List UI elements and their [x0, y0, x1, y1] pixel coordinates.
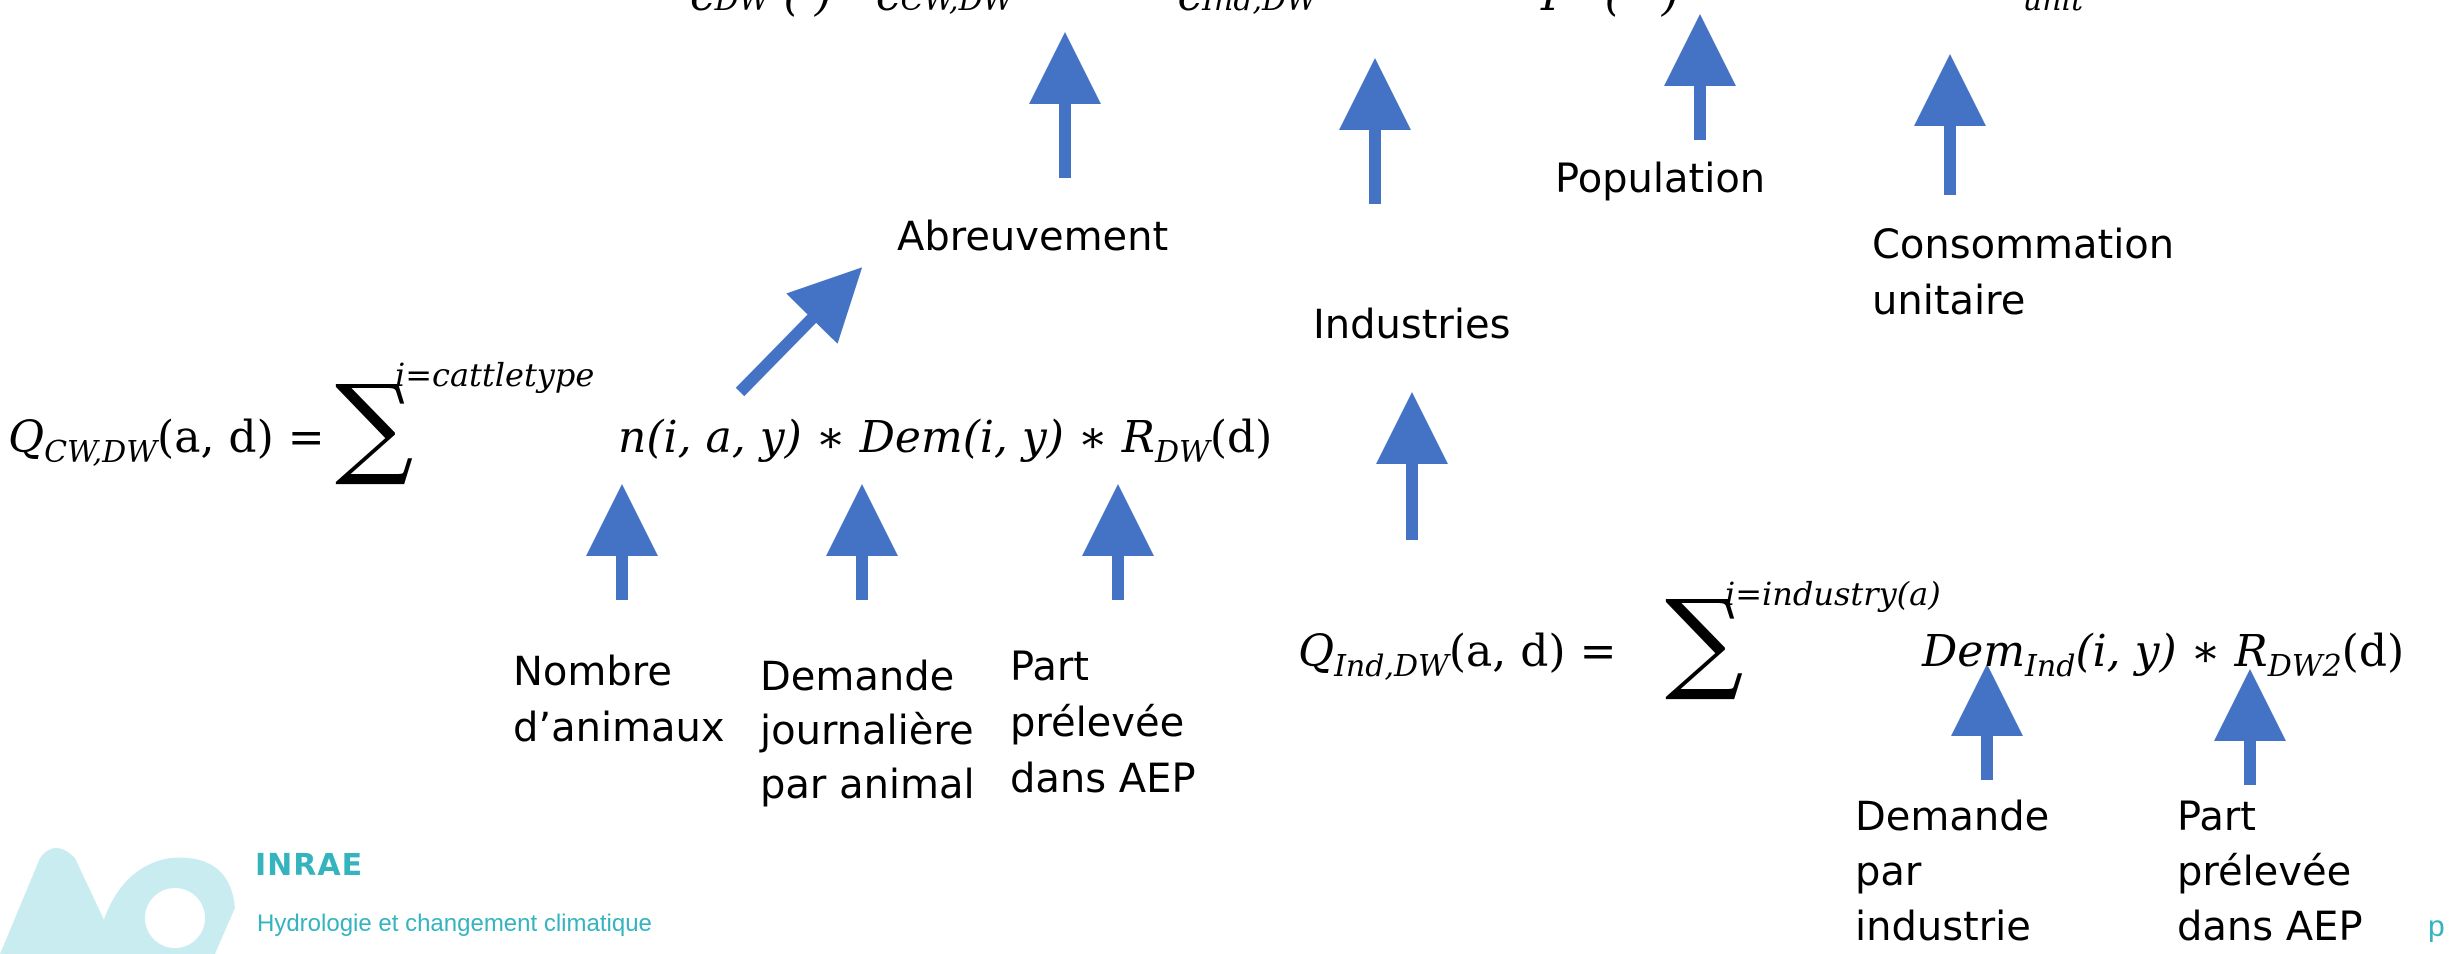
label-part1-line2: prélevée: [1010, 700, 1185, 746]
label-part2-line1: Part: [2177, 794, 2256, 840]
eq2-sum-superscript: i=industry(a): [1725, 575, 1941, 613]
top-equation-partial: cDW ( ) cCW,DW cInd,DW P () unit: [690, 0, 2084, 21]
sum-symbol-2: ∑: [1665, 576, 1744, 704]
label-abreuvement: Abreuvement: [897, 214, 1169, 260]
label-part2-line3: dans AEP: [2177, 904, 2363, 950]
label-demande-animal-line3: par animal: [760, 762, 975, 808]
label-consommation-line1: Consommation: [1872, 222, 2175, 268]
label-demande-animal-line2: journalière: [760, 708, 974, 754]
label-demande-ind-line1: Demande: [1855, 794, 2050, 840]
inrae-logo-graphic: [0, 848, 235, 954]
label-nombre-line2: d’animaux: [513, 705, 725, 751]
label-demande-ind-line2: par: [1855, 849, 1922, 895]
label-part1-line1: Part: [1010, 644, 1089, 690]
eq1-sum-superscript: i=cattletype: [395, 356, 595, 394]
label-nombre-line1: Nombre: [513, 649, 672, 695]
brand-subtitle: Hydrologie et changement climatique: [257, 910, 652, 937]
label-industries: Industries: [1313, 302, 1511, 348]
page-number: p: [2428, 910, 2445, 943]
label-population: Population: [1555, 156, 1766, 202]
sum-symbol-1: ∑: [335, 361, 414, 489]
brand-name: INRAE: [255, 848, 364, 883]
label-demande-ind-line3: industrie: [1855, 904, 2031, 950]
label-part1-line3: dans AEP: [1010, 756, 1196, 802]
arrow-eq1-to-abreuvement: [735, 267, 863, 397]
label-demande-animal-line1: Demande: [760, 654, 955, 700]
label-part2-line2: prélevée: [2177, 849, 2352, 895]
label-consommation-line2: unitaire: [1872, 278, 2026, 324]
